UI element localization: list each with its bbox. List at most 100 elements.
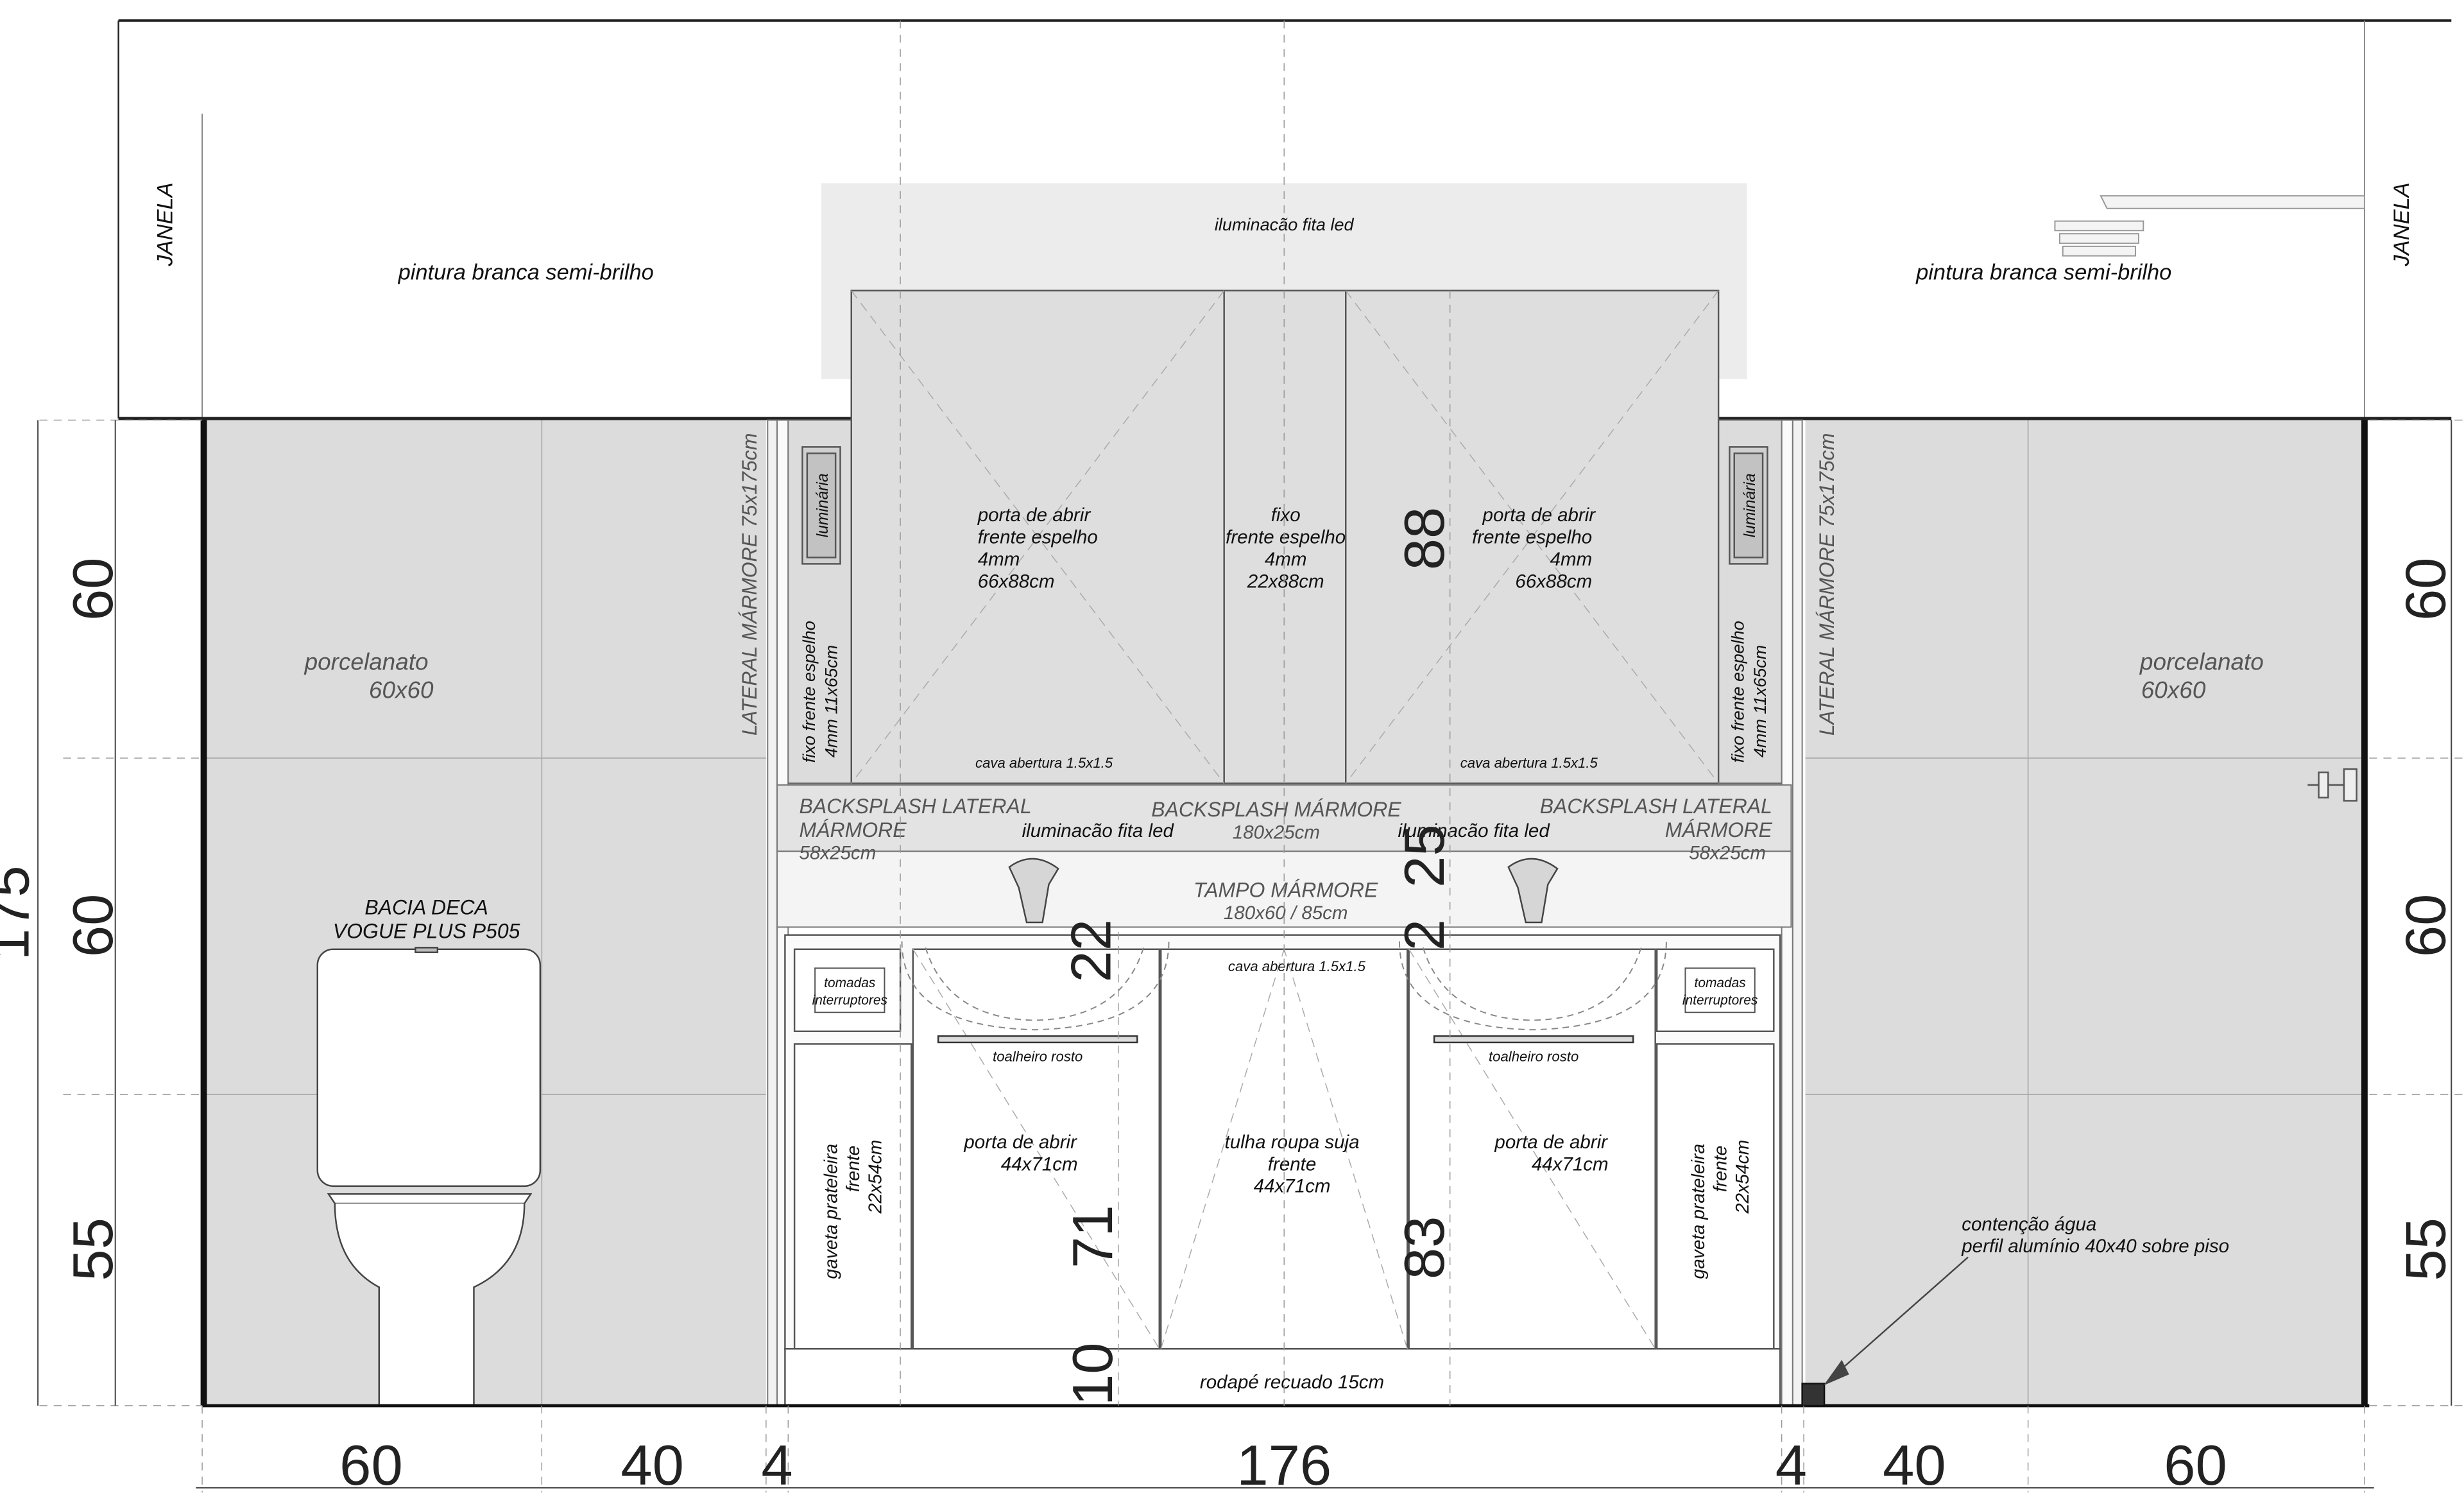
door-mirror-right-line3: 4mm — [1550, 549, 1593, 570]
dim-cab-83: 83 — [1392, 1216, 1456, 1280]
dim-height-total: 175 — [0, 865, 40, 960]
top-marble-line1: TAMPO MÁRMORE — [1194, 879, 1378, 902]
door-mirror-right-text: porta de abrir frente espelho 4mm 66x88c… — [1472, 505, 1596, 592]
dim-left-60-mid: 60 — [61, 894, 124, 958]
door-cab-right-line2: 44x71cm — [1532, 1153, 1609, 1175]
dim-right-55: 55 — [2393, 1218, 2457, 1281]
drawer-right-line1: gaveta prateleira — [1688, 1144, 1708, 1279]
towel-left-label: toalheiro rosto — [993, 1049, 1082, 1065]
door-mirror-left-line2: frente espelho — [978, 526, 1098, 548]
dim-gap-2-left-b: 2 — [1059, 951, 1122, 982]
door-mirror-left-line1: porta de abrir — [977, 505, 1091, 526]
dim-gap-2-right: 2 — [1392, 919, 1456, 951]
led-right-label: iluminacão fita led — [1398, 820, 1550, 842]
top-marble-line2: 180x60 / 85cm — [1224, 902, 1348, 924]
window-right-label: JANELA — [2390, 182, 2414, 266]
dimension-lines — [37, 420, 2452, 1489]
hamper-line2: frente — [1268, 1153, 1316, 1175]
hamper-open-lines — [912, 949, 1656, 1349]
paint-right-label: pintura branca semi-brilho — [1915, 261, 2171, 285]
water-containment-pointer — [1823, 1256, 1969, 1386]
drawer-left-line1: gaveta prateleira — [821, 1144, 841, 1279]
fixed-center-line1: fixo — [1271, 505, 1301, 526]
dim-backsplash-25: 25 — [1392, 824, 1456, 888]
upper-wall — [117, 19, 2452, 420]
backsplash-lateral-left-line3: 58x25cm — [800, 843, 877, 864]
right-tile-wall — [1805, 420, 2368, 1406]
shower-head-icon — [2054, 195, 2365, 257]
door-mirror-right-line2: frente espelho — [1472, 526, 1592, 548]
door-cab-left-line2: 44x71cm — [1001, 1153, 1078, 1175]
backsplash-lateral-left-line2: MÁRMORE — [800, 818, 907, 842]
dim-bottom-60-right: 60 — [2164, 1433, 2227, 1497]
dim-mirror-88: 88 — [1392, 507, 1456, 571]
outlets-left-line1: tomadas — [824, 976, 876, 990]
luminaire-left-label: luminária — [814, 473, 832, 537]
drawer-left-line3: 22x54cm — [865, 1140, 886, 1214]
outlets-right-line1: tomadas — [1695, 976, 1747, 990]
paint-left-label: pintura branca semi-brilho — [398, 261, 654, 285]
faucet-left-icon — [1008, 858, 1059, 924]
dim-bottom-40-right: 40 — [1883, 1433, 1946, 1497]
backsplash-lateral-right-line1: BACKSPLASH LATERAL — [1540, 795, 1772, 818]
backsplash-lateral-left-line1: BACKSPLASH LATERAL — [800, 795, 1032, 818]
outlets-right-line2: interruptores — [1682, 993, 1758, 1008]
fixed-side-left-line1: fixo frente espelho — [799, 621, 819, 763]
outlet-boxes — [814, 967, 1756, 1014]
fixed-mirror-center-text: fixo frente espelho 4mm 22x88cm — [1226, 505, 1346, 592]
luminaire-right — [1729, 446, 1768, 565]
drawer-right-line2: frente — [1709, 1146, 1730, 1192]
led-left-label: iluminacão fita led — [1022, 820, 1175, 842]
fixed-center-line3: 4mm — [1265, 549, 1307, 570]
hamper-line3: 44x71cm — [1254, 1176, 1331, 1197]
door-mirror-left-line3: 4mm — [978, 549, 1020, 570]
toilet-line1: BACIA DECA — [364, 896, 488, 919]
porcelain-right-line2: 60x60 — [2141, 677, 2206, 704]
hamper-line1: tulha roupa suja — [1224, 1132, 1359, 1153]
reference-lines — [39, 20, 2464, 1493]
porcelain-right-line1: porcelanato — [2139, 648, 2264, 675]
lateral-marble-right-label: LATERAL MÁRMORE 75x175cm — [1815, 433, 1838, 736]
dim-gap-2-left: 2 — [1059, 919, 1122, 951]
toilet — [316, 947, 542, 1407]
door-cab-right-line1: porta de abrir — [1494, 1132, 1608, 1153]
backsplash-center-line1: BACKSPLASH MÁRMORE — [1151, 798, 1401, 821]
cava-right-label: cava abertura 1.5x1.5 — [1460, 755, 1598, 771]
shower-valve-icon — [2307, 768, 2357, 802]
fixed-side-left-line2: 4mm 11x65cm — [821, 645, 841, 757]
door-mirror-right-line1: porta de abrir — [1482, 505, 1596, 526]
lateral-marble-left-label: LATERAL MÁRMORE 75x175cm — [738, 433, 761, 736]
luminaire-left — [801, 446, 841, 565]
towel-bars — [937, 1035, 1634, 1044]
door-mirror-left-line4: 66x88cm — [978, 571, 1055, 592]
towel-right-label: toalheiro rosto — [1489, 1049, 1579, 1065]
sink-basins — [901, 941, 1667, 1031]
backsplash-lateral-right-line2: MÁRMORE — [1665, 818, 1773, 842]
outlets-left-line2: interruptores — [812, 993, 888, 1008]
dim-right-60-top: 60 — [2393, 558, 2457, 621]
dim-bottom-4-left: 4 — [761, 1433, 792, 1497]
dim-left-55: 55 — [61, 1218, 124, 1281]
dim-plinth-10: 10 — [1061, 1342, 1124, 1406]
porcelain-left-line2: 60x60 — [369, 677, 434, 704]
toilet-line2: VOGUE PLUS P505 — [333, 920, 520, 943]
door-mirror-left-text: porta de abrir frente espelho 4mm 66x88c… — [977, 505, 1098, 592]
door-mirror-right-line4: 66x88cm — [1515, 571, 1592, 592]
water-containment-line1: contenção água — [1962, 1214, 2096, 1235]
dim-cab-71: 71 — [1061, 1205, 1124, 1268]
backsplash-center-line2: 180x25cm — [1233, 822, 1320, 843]
drawer-right-line3: 22x54cm — [1732, 1140, 1752, 1214]
cava-center-label: cava abertura 1.5x1.5 — [1228, 958, 1366, 974]
dim-bottom-40-left: 40 — [620, 1433, 684, 1497]
fixed-side-right-line2: 4mm 11x65cm — [1750, 645, 1770, 757]
faucet-right-icon — [1507, 858, 1559, 924]
luminaire-right-label: luminária — [1741, 473, 1759, 537]
drawer-left-line2: frente — [843, 1146, 863, 1192]
fixed-center-line2: frente espelho — [1226, 526, 1346, 548]
dim-left-60-top: 60 — [61, 558, 124, 621]
water-containment-line2: perfil alumínio 40x40 sobre piso — [1961, 1236, 2229, 1257]
dim-bottom-176: 176 — [1236, 1433, 1331, 1497]
door-cab-left-line1: porta de abrir — [963, 1132, 1077, 1153]
cava-left-label: cava abertura 1.5x1.5 — [975, 755, 1113, 771]
